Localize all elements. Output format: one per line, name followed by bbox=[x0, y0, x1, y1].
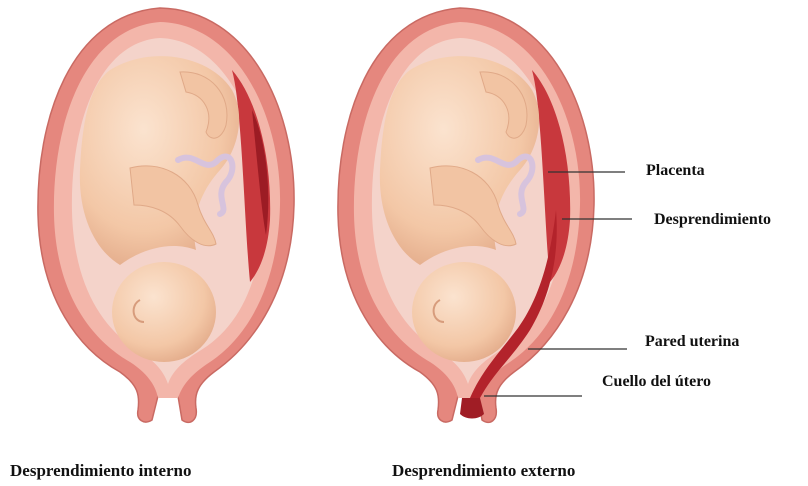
label-placenta: Placenta bbox=[646, 163, 705, 179]
label-detachment: Desprendimiento bbox=[654, 212, 771, 228]
label-cervix: Cuello del útero bbox=[602, 374, 711, 390]
cervix-blood bbox=[460, 398, 484, 419]
label-uterine-wall: Pared uterina bbox=[645, 334, 739, 350]
caption-external: Desprendimiento externo bbox=[392, 462, 575, 479]
uterus-external bbox=[338, 8, 594, 422]
fetus-head bbox=[412, 262, 516, 362]
fetus-head bbox=[112, 262, 216, 362]
caption-internal: Desprendimiento interno bbox=[10, 462, 192, 479]
uterus-internal bbox=[38, 8, 294, 422]
